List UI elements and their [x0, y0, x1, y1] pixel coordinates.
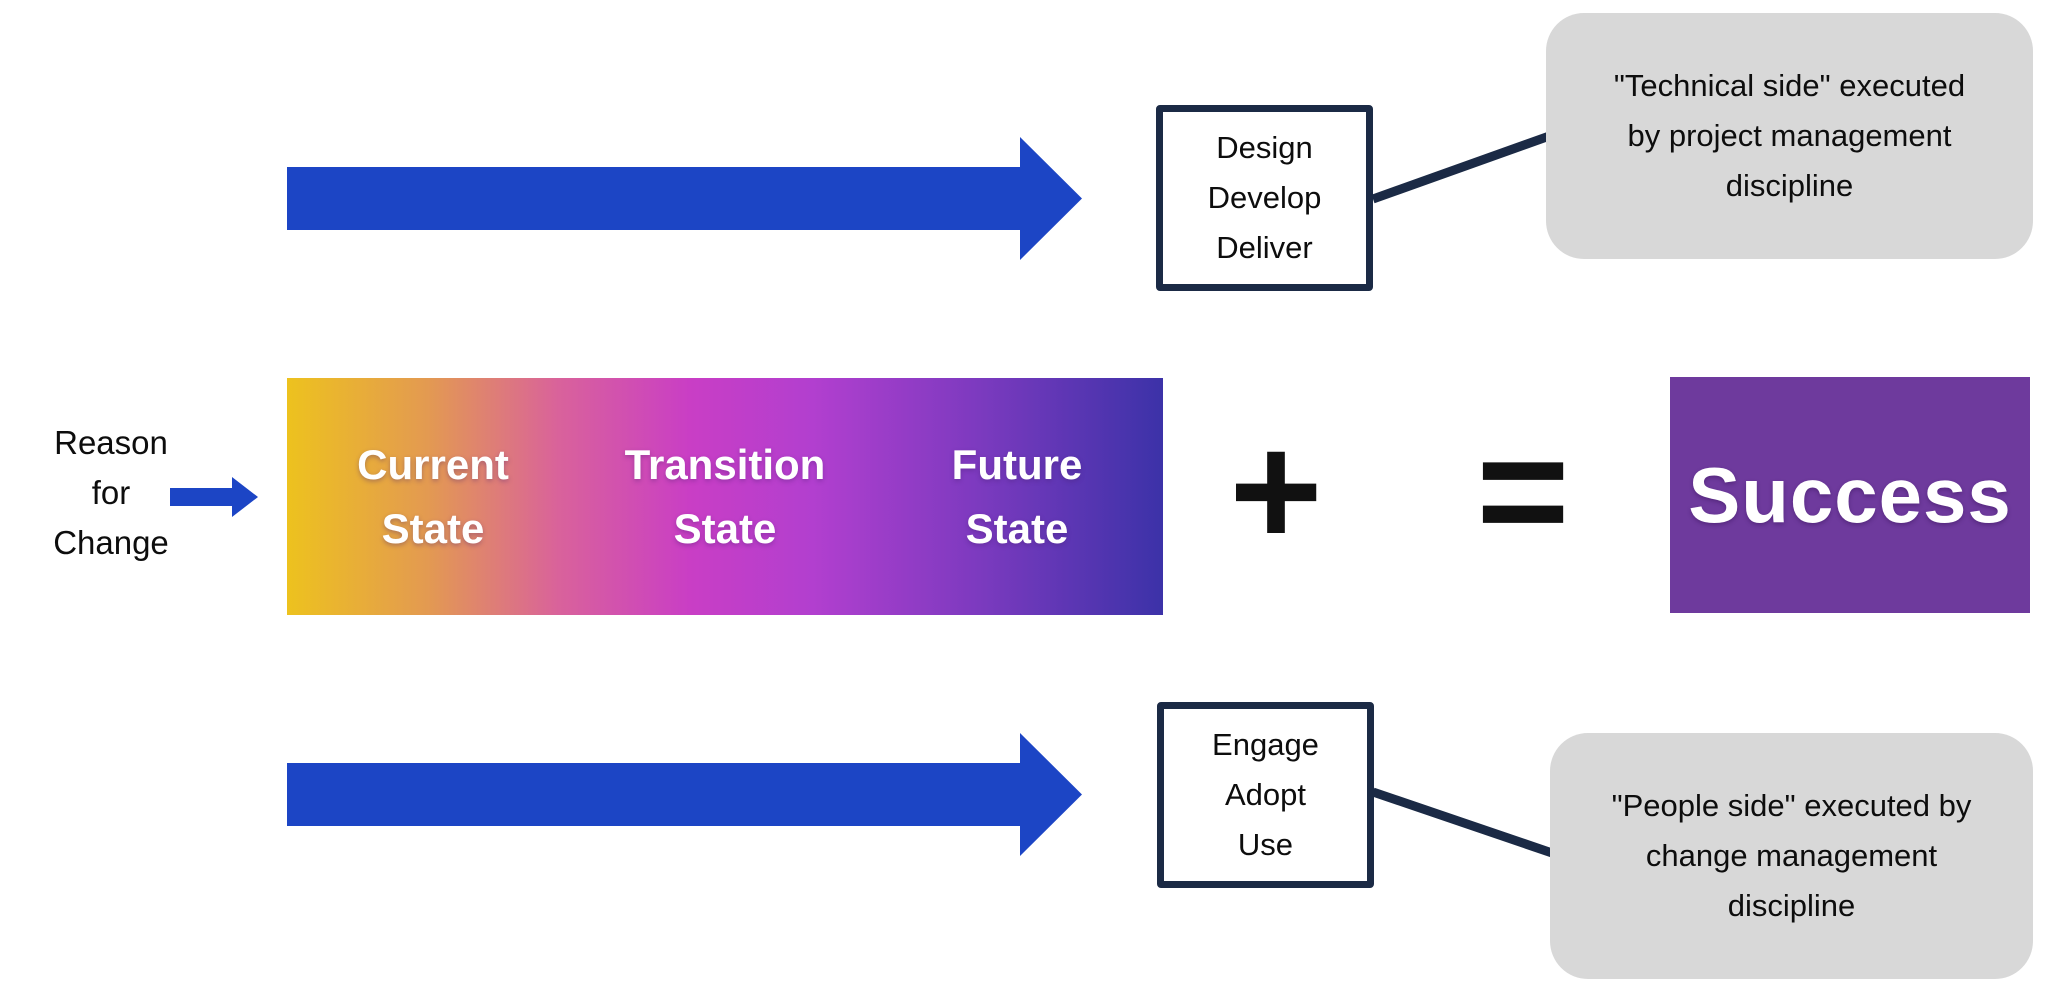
technical-callout: "Technical side" executed by project man… — [1546, 13, 2033, 259]
activity-line: Use — [1237, 827, 1294, 862]
people-connector-line — [1371, 787, 1557, 859]
callout-line: discipline — [1725, 168, 1854, 203]
state-line2: State — [381, 504, 485, 552]
callout-line: "Technical side" executed — [1613, 68, 1966, 103]
technical-connector-line — [1371, 129, 1557, 204]
callout-line: change management — [1645, 838, 1938, 873]
equals-operator: = — [1476, 400, 1570, 580]
reason-line: for — [91, 474, 131, 511]
people-activities-box: Engage Adopt Use — [1157, 702, 1374, 888]
people-flow-arrow-icon — [287, 733, 1082, 856]
state-line1: Future — [951, 440, 1083, 488]
state-line1: Current — [357, 440, 509, 488]
activity-line: Develop — [1207, 180, 1322, 215]
state-transition: Transition State — [579, 378, 871, 615]
states-gradient-bar: Current State Transition State Future St… — [287, 378, 1163, 615]
activity-line: Deliver — [1216, 230, 1313, 265]
success-label: Success — [1688, 450, 2012, 539]
activity-line: Adopt — [1224, 777, 1306, 812]
reason-line: Change — [53, 524, 169, 561]
state-future: Future State — [871, 378, 1163, 615]
callout-line: discipline — [1727, 888, 1856, 923]
state-line1: Transition — [624, 440, 826, 488]
activity-line: Design — [1216, 130, 1313, 165]
technical-activities-box: Design Develop Deliver — [1156, 105, 1373, 291]
plus-operator: + — [1229, 400, 1323, 580]
reason-line: Reason — [54, 424, 168, 461]
callout-line: by project management — [1627, 118, 1952, 153]
state-line2: State — [673, 504, 777, 552]
people-callout: "People side" executed by change managem… — [1550, 733, 2033, 979]
reason-arrow-icon — [170, 477, 258, 517]
reason-for-change-label: Reason for Change — [6, 418, 216, 568]
activity-line: Engage — [1212, 727, 1319, 762]
state-line2: State — [965, 504, 1069, 552]
callout-line: "People side" executed by — [1611, 788, 1972, 823]
success-box: Success — [1670, 377, 2030, 613]
state-current: Current State — [287, 378, 579, 615]
technical-flow-arrow-icon — [287, 137, 1082, 260]
